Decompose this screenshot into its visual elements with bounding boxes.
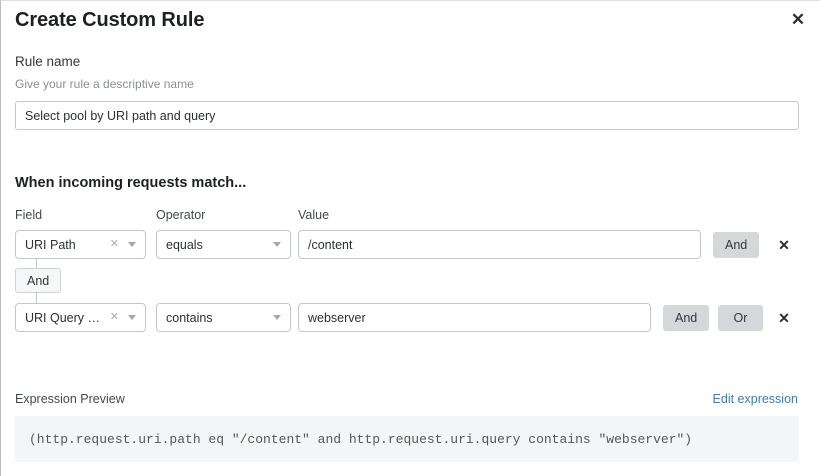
and-button-2[interactable]: And [663, 305, 710, 331]
operator-select-2-label: contains [166, 310, 213, 325]
edit-expression-link[interactable]: Edit expression [712, 392, 798, 406]
rule-name-input[interactable] [15, 101, 799, 130]
column-header-operator: Operator [156, 208, 206, 222]
expression-preview-label: Expression Preview [15, 392, 125, 406]
clear-x-icon[interactable]: ✕ [109, 238, 119, 250]
connector-and-badge[interactable]: And [15, 268, 62, 293]
rule-name-help-text: Give your rule a descriptive name [15, 77, 194, 91]
or-button-2[interactable]: Or [718, 305, 763, 331]
column-header-value: Value [298, 208, 330, 222]
value-input-2[interactable] [298, 303, 651, 332]
field-select-1-label: URI Path [25, 237, 76, 252]
field-select-2-label: URI Query St... [25, 310, 106, 325]
delete-condition-2-icon[interactable]: ✕ [778, 310, 790, 326]
connector-line-bottom [36, 292, 37, 303]
match-section-heading: When incoming requests match... [15, 175, 247, 191]
expression-preview-box: (http.request.uri.path eq "/content" and… [15, 416, 799, 462]
chevron-down-icon [273, 242, 281, 247]
column-header-field: Field [15, 208, 43, 222]
operator-select-1[interactable]: equals [156, 230, 291, 259]
connector-line-top [36, 259, 37, 269]
condition-row: URI Query St... ✕ contains And Or ✕ [1, 303, 820, 333]
rule-name-label: Rule name [15, 54, 81, 69]
operator-select-2[interactable]: contains [156, 303, 291, 332]
close-icon[interactable]: ✕ [790, 9, 806, 29]
operator-select-1-label: equals [166, 237, 203, 252]
clear-x-icon[interactable]: ✕ [109, 311, 119, 323]
chevron-down-icon [128, 315, 136, 320]
page-title: Create Custom Rule [15, 9, 205, 31]
delete-condition-1-icon[interactable]: ✕ [778, 237, 790, 253]
chevron-down-icon [128, 242, 136, 247]
field-select-1[interactable]: URI Path ✕ [15, 230, 146, 259]
chevron-down-icon [273, 315, 281, 320]
value-input-1[interactable] [298, 230, 701, 259]
expression-preview-text: (http.request.uri.path eq "/content" and… [29, 431, 693, 447]
condition-row: URI Path ✕ equals And ✕ [1, 230, 820, 260]
and-button-1[interactable]: And [713, 232, 760, 258]
field-select-2[interactable]: URI Query St... ✕ [15, 303, 146, 332]
